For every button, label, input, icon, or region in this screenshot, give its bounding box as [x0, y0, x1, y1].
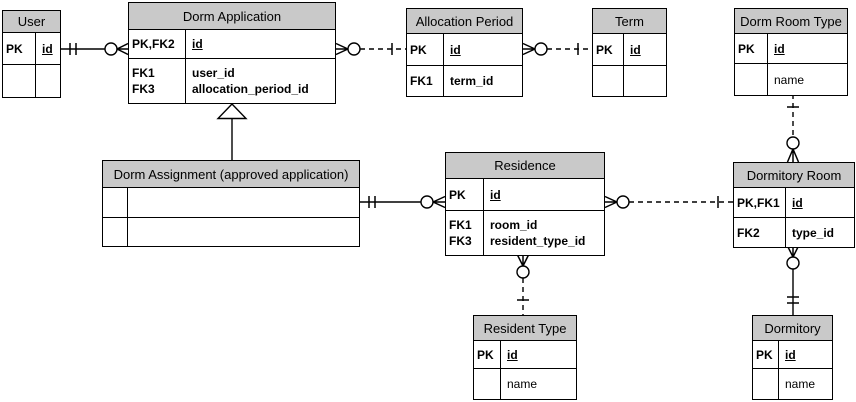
- table-row: name: [753, 369, 832, 399]
- rel-allocation-period-term: [522, 42, 592, 56]
- attr-name: id: [192, 37, 203, 51]
- table-row: PK id: [407, 34, 522, 66]
- key-label: PK,FK2: [132, 37, 175, 51]
- attr-name: name: [774, 72, 805, 87]
- table-row: [103, 188, 359, 218]
- table-row: [3, 65, 60, 97]
- table-row: name: [474, 369, 576, 399]
- attr-name: room_id: [490, 218, 538, 232]
- attr-name: id: [507, 347, 518, 362]
- table-row: [103, 218, 359, 246]
- entity-title: User: [3, 11, 60, 33]
- rel-residence-dormitory-room: [604, 195, 733, 209]
- attr-name: resident_type_id: [490, 234, 586, 248]
- table-row: PK id: [753, 341, 832, 369]
- rel-dorm-application-allocation-period: [335, 42, 406, 56]
- entity-term: Term PK id: [592, 8, 667, 97]
- attr-name: id: [630, 42, 641, 57]
- key-label: FK1: [449, 218, 472, 232]
- attr-name: id: [792, 195, 803, 210]
- entity-title: Resident Type: [474, 316, 576, 341]
- key-label: PK: [756, 347, 773, 362]
- entity-dorm-assignment: Dorm Assignment (approved application): [102, 160, 360, 247]
- key-label: PK: [596, 42, 613, 57]
- entity-title: Dorm Assignment (approved application): [103, 161, 359, 188]
- table-row: [593, 66, 666, 96]
- attr-name: id: [490, 187, 501, 202]
- key-label: PK: [477, 347, 494, 362]
- rel-dorm-assignment-residence: [360, 195, 446, 209]
- entity-title: Allocation Period: [407, 9, 522, 34]
- key-label: FK2: [737, 225, 760, 240]
- table-row: PK id: [3, 33, 60, 65]
- entity-title: Dormitory Room: [734, 163, 854, 188]
- table-row: FK1 term_id: [407, 66, 522, 96]
- entity-allocation-period: Allocation Period PK id FK1 term_id: [406, 8, 523, 97]
- rel-inheritance-dorm-assignment: [216, 102, 248, 160]
- entity-title: Residence: [446, 153, 604, 179]
- rel-user-dorm-application: [61, 42, 129, 56]
- key-label: FK3: [449, 234, 472, 248]
- key-label: FK1: [410, 74, 433, 88]
- entity-title: Dorm Room Type: [735, 9, 847, 34]
- table-row: PK id: [735, 34, 847, 64]
- entity-dormitory-room: Dormitory Room PK,FK1 id FK2 type_id: [733, 162, 855, 248]
- attr-name: term_id: [450, 74, 494, 88]
- attr-name: name: [785, 377, 816, 391]
- attr-name: type_id: [792, 225, 835, 240]
- entity-user: User PK id: [2, 10, 61, 98]
- attr-name: name: [507, 377, 538, 391]
- rel-dormitory-room-dormitory: [786, 245, 800, 315]
- table-row: PK id: [593, 34, 666, 66]
- table-row: PK id: [474, 341, 576, 369]
- entity-residence: Residence PK id FK1 FK3 room_id resident…: [445, 152, 605, 256]
- attr-name: id: [785, 347, 796, 362]
- table-row: PK id: [446, 179, 604, 211]
- entity-dorm-room-type: Dorm Room Type PK id name: [734, 8, 848, 96]
- table-row: FK1 FK3 user_id allocation_period_id: [129, 59, 335, 103]
- key-label: PK: [6, 41, 23, 56]
- table-row: PK,FK1 id: [734, 188, 854, 218]
- attr-name: user_id: [192, 66, 235, 80]
- entity-title: Dormitory: [753, 316, 832, 341]
- key-label: FK1: [132, 66, 155, 80]
- rel-dorm-room-type-dormitory-room: [786, 94, 800, 163]
- entity-title: Dorm Application: [129, 3, 335, 30]
- key-label: FK3: [132, 82, 155, 96]
- table-row: FK1 FK3 room_id resident_type_id: [446, 211, 604, 255]
- entity-resident-type: Resident Type PK id name: [473, 315, 577, 400]
- key-label: PK: [410, 42, 427, 57]
- entity-dormitory: Dormitory PK id name: [752, 315, 833, 400]
- attr-name: allocation_period_id: [192, 82, 309, 96]
- rel-residence-resident-type: [516, 254, 530, 315]
- key-label: PK: [738, 41, 755, 56]
- entity-dorm-application: Dorm Application PK,FK2 id FK1 FK3 user_…: [128, 2, 336, 104]
- attr-name: id: [774, 41, 785, 56]
- key-label: PK,FK1: [737, 195, 780, 210]
- table-row: FK2 type_id: [734, 218, 854, 247]
- table-row: PK,FK2 id: [129, 30, 335, 59]
- attr-name: id: [42, 41, 53, 56]
- table-row: name: [735, 64, 847, 95]
- attr-name: id: [450, 42, 461, 57]
- key-label: PK: [449, 187, 466, 202]
- entity-title: Term: [593, 9, 666, 34]
